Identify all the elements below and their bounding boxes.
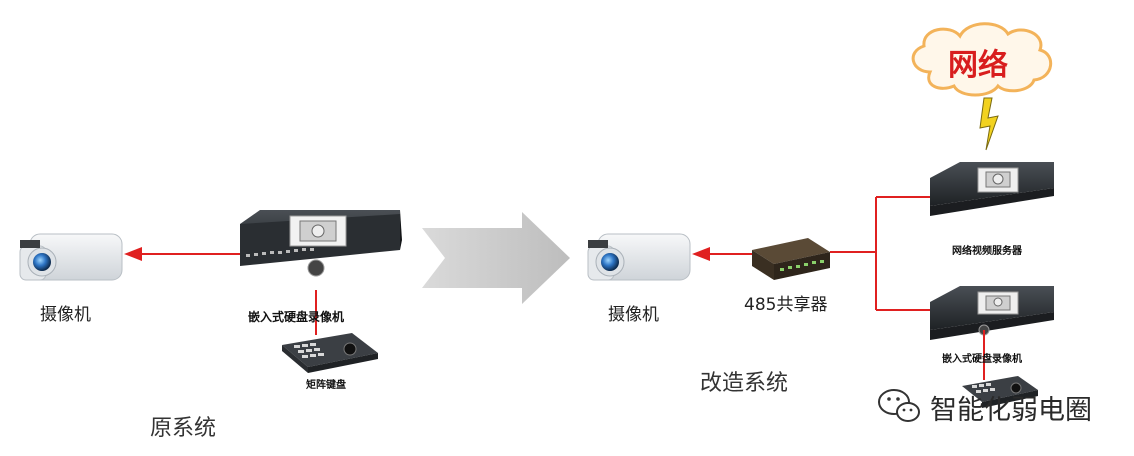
network-label: 网络	[948, 48, 1008, 83]
dvr-device-icon	[930, 286, 1054, 340]
lightning-bolt-icon	[979, 97, 999, 151]
arrow-head-icon	[124, 247, 142, 261]
camera-label: 摄像机	[608, 305, 659, 325]
cctv-camera-icon	[587, 233, 691, 281]
dvr-device-icon	[240, 210, 402, 277]
dvr-label: 嵌入式硬盘录像机	[942, 354, 1022, 365]
arrow-head-icon	[692, 247, 710, 261]
wechat-logo-icon	[878, 389, 920, 422]
cctv-camera-icon	[19, 233, 123, 281]
485-sharer-box-icon	[752, 238, 830, 280]
keyboard-label: 矩阵键盘	[306, 380, 346, 391]
watermark-text: 智能化弱电圈	[930, 395, 1092, 426]
control-keyboard-icon	[962, 376, 1038, 408]
camera-label: 摄像机	[40, 305, 91, 325]
dvr-device-icon	[930, 162, 1054, 216]
video-server-label: 网络视频服务器	[952, 246, 1022, 257]
connection-line	[830, 196, 930, 311]
sharer-label: 485共享器	[744, 295, 828, 315]
dvr-label: 嵌入式硬盘录像机	[248, 310, 345, 324]
original-system-caption: 原系统	[150, 416, 217, 441]
modified-system-caption: 改造系统	[700, 371, 789, 396]
network-cloud-icon	[911, 22, 1052, 97]
transition-arrow-icon	[422, 212, 570, 304]
control-keyboard-icon	[282, 333, 378, 373]
